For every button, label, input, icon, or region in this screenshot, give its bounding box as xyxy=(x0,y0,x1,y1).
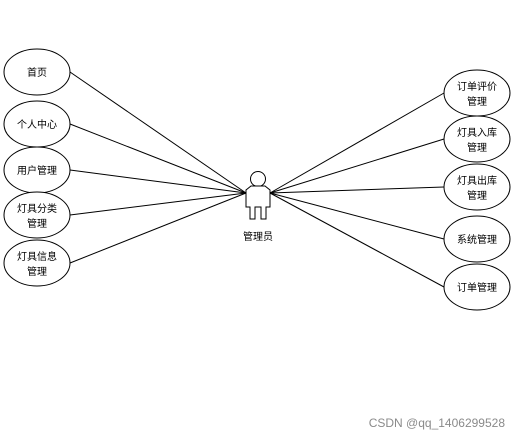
use-case-label: 管理 xyxy=(467,189,487,202)
use-case: 订单管理 xyxy=(443,263,511,311)
use-case-ellipse xyxy=(443,163,511,211)
use-case-ellipse xyxy=(443,69,511,117)
use-case: 首页 xyxy=(3,48,71,96)
use-case-label: 系统管理 xyxy=(457,233,497,246)
association-line xyxy=(69,192,247,216)
actor-label: 管理员 xyxy=(243,230,273,243)
use-case-label: 用户管理 xyxy=(17,164,57,177)
use-case-ellipse xyxy=(3,48,71,96)
association-line xyxy=(69,192,247,264)
use-case-ellipse xyxy=(3,239,71,287)
use-case-ellipses: 首页个人中心用户管理灯具分类管理灯具信息管理订单评价管理灯具入库管理灯具出库管理… xyxy=(3,48,511,311)
use-case-label: 灯具分类 xyxy=(17,202,57,215)
use-case-label: 个人中心 xyxy=(17,118,57,131)
association-line xyxy=(269,192,445,288)
association-line xyxy=(269,192,445,240)
actor-figure: 管理员 xyxy=(243,171,273,243)
use-case-ellipse xyxy=(443,263,511,311)
use-case-label: 首页 xyxy=(27,66,47,79)
association-lines xyxy=(69,71,445,288)
actor-body xyxy=(245,185,271,220)
use-case-label: 管理 xyxy=(467,95,487,108)
association-line xyxy=(69,71,247,194)
association-line xyxy=(269,92,445,194)
use-case-ellipse xyxy=(3,191,71,239)
use-case-label: 订单管理 xyxy=(457,281,497,294)
association-line xyxy=(269,186,445,194)
use-case-label: 管理 xyxy=(467,141,487,154)
actor-head xyxy=(250,171,266,187)
use-case-label: 灯具出库 xyxy=(457,174,497,187)
use-case: 个人中心 xyxy=(3,100,71,148)
use-case-ellipse xyxy=(443,215,511,263)
association-line xyxy=(69,123,247,194)
use-case-label: 灯具入库 xyxy=(457,126,497,139)
watermark: CSDN @qq_1406299528 xyxy=(368,416,505,430)
use-case-label: 灯具信息 xyxy=(17,250,57,263)
use-case: 系统管理 xyxy=(443,215,511,263)
use-case-label: 管理 xyxy=(27,217,47,230)
use-case-label: 管理 xyxy=(27,265,47,278)
association-line xyxy=(269,138,445,194)
association-line xyxy=(69,169,247,194)
use-case-ellipse xyxy=(443,115,511,163)
use-case-label: 订单评价 xyxy=(457,81,497,93)
use-case: 用户管理 xyxy=(3,146,71,194)
